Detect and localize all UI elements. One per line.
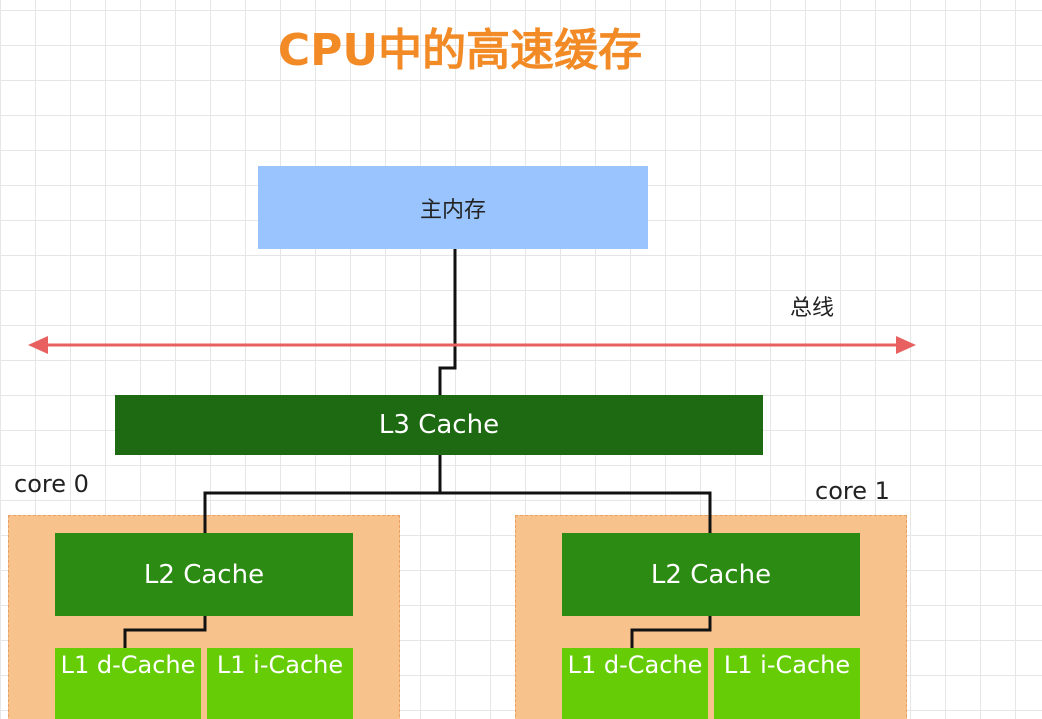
- core-0-l1d-cache: L1 d-Cache: [55, 648, 201, 719]
- bus-arrow-left-head: [28, 336, 48, 354]
- main-memory-box: 主内存: [258, 166, 648, 249]
- bus-arrow-right-head: [896, 336, 916, 354]
- core-1-l1d-cache: L1 d-Cache: [562, 648, 708, 719]
- l3-l2-branch: [203, 491, 712, 533]
- diagram-title: CPU中的高速缓存: [277, 25, 643, 76]
- core-1-l1i-cache: L1 i-Cache: [714, 648, 860, 719]
- memory-l3-connector: [438, 249, 457, 396]
- core-0-l1i-cache: L1 i-Cache: [207, 648, 353, 719]
- core-0-l2-cache: L2 Cache: [55, 533, 353, 616]
- core-1-l2-cache: L2 Cache: [562, 533, 860, 616]
- bus-label: 总线: [790, 296, 835, 321]
- core-0-label: core 0: [14, 470, 89, 498]
- core1-l2-l1-connector: [630, 616, 712, 648]
- core-1-label: core 1: [815, 477, 890, 505]
- l3-cache-box: L3 Cache: [115, 395, 763, 455]
- core0-l2-l1-connector: [123, 616, 207, 648]
